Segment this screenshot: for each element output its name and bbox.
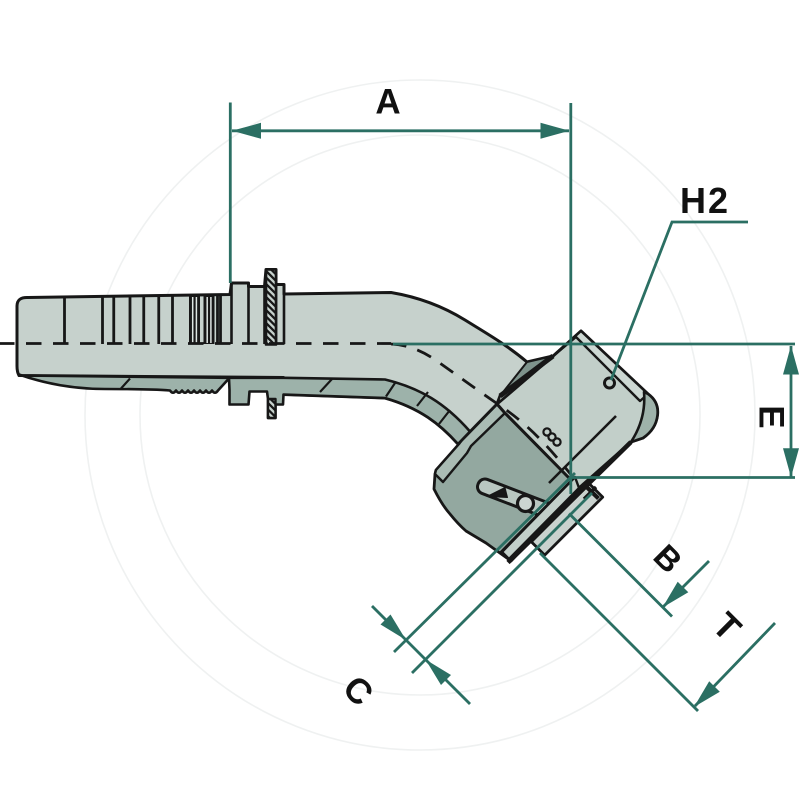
- svg-text:E: E: [751, 405, 790, 428]
- svg-text:H2: H2: [680, 180, 730, 221]
- svg-text:A: A: [375, 83, 400, 122]
